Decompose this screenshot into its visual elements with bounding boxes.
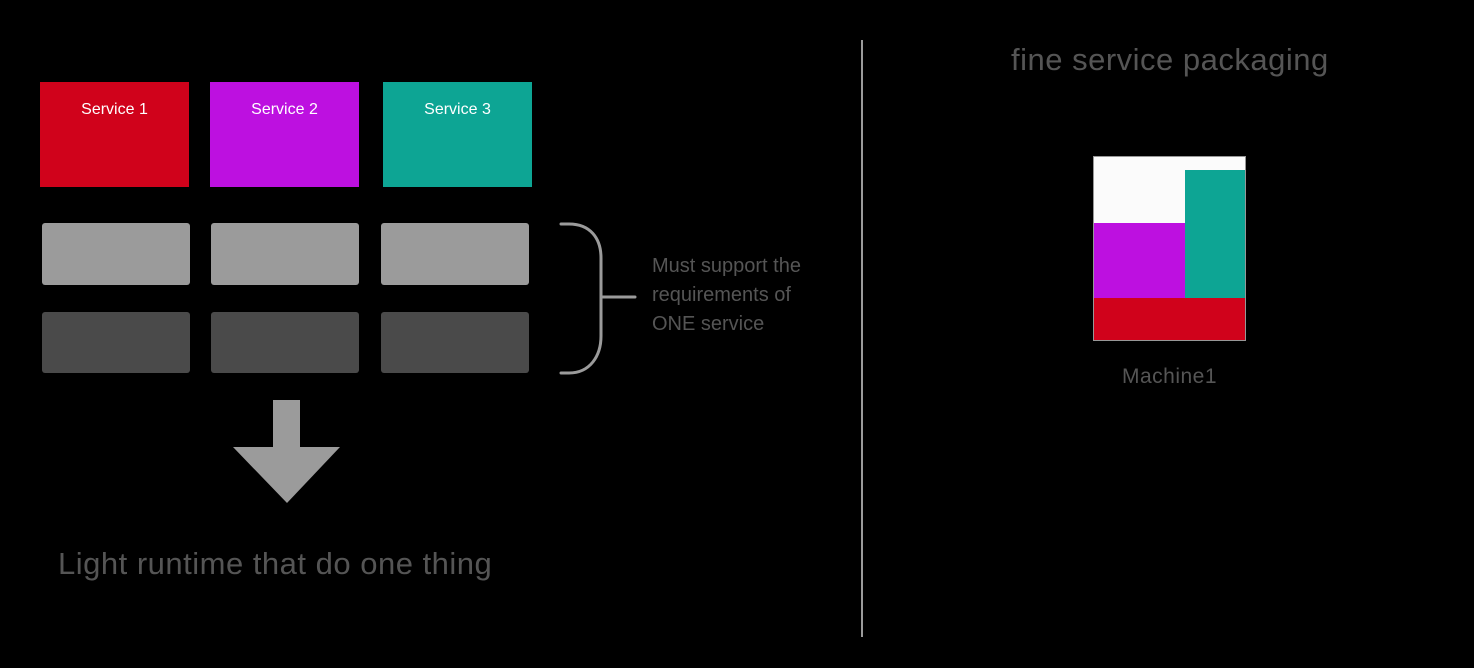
annotation-line-3: ONE service: [652, 313, 765, 335]
service-1-label: Service 1: [81, 101, 148, 118]
service-3-box: Service 3: [383, 82, 532, 187]
machine-label: Machine1: [1121, 365, 1218, 388]
machine-teal-block: [1185, 170, 1245, 299]
runtime-dark-box-2: [211, 312, 359, 373]
service-3-label: Service 3: [424, 101, 491, 118]
annotation-text: Must support the requirements of ONE ser…: [652, 252, 872, 339]
annotation-line-1: Must support the: [652, 255, 801, 277]
runtime-light-box-2: [211, 223, 359, 285]
service-1-box: Service 1: [40, 82, 189, 187]
brace-icon: [559, 222, 637, 375]
caption-text: Light runtime that do one thing: [58, 546, 493, 581]
runtime-light-box-1: [42, 223, 190, 285]
service-2-label: Service 2: [251, 101, 318, 118]
down-arrow-icon: [233, 400, 340, 503]
runtime-dark-box-1: [42, 312, 190, 373]
service-2-box: Service 2: [210, 82, 359, 187]
runtime-dark-box-3: [381, 312, 529, 373]
machine-box: [1093, 156, 1246, 341]
right-panel-title: fine service packaging: [1011, 42, 1329, 77]
machine-red-block: [1094, 298, 1245, 340]
annotation-line-2: requirements of: [652, 284, 791, 306]
vertical-divider: [861, 40, 863, 637]
machine-magenta-block: [1094, 223, 1187, 299]
runtime-light-box-3: [381, 223, 529, 285]
